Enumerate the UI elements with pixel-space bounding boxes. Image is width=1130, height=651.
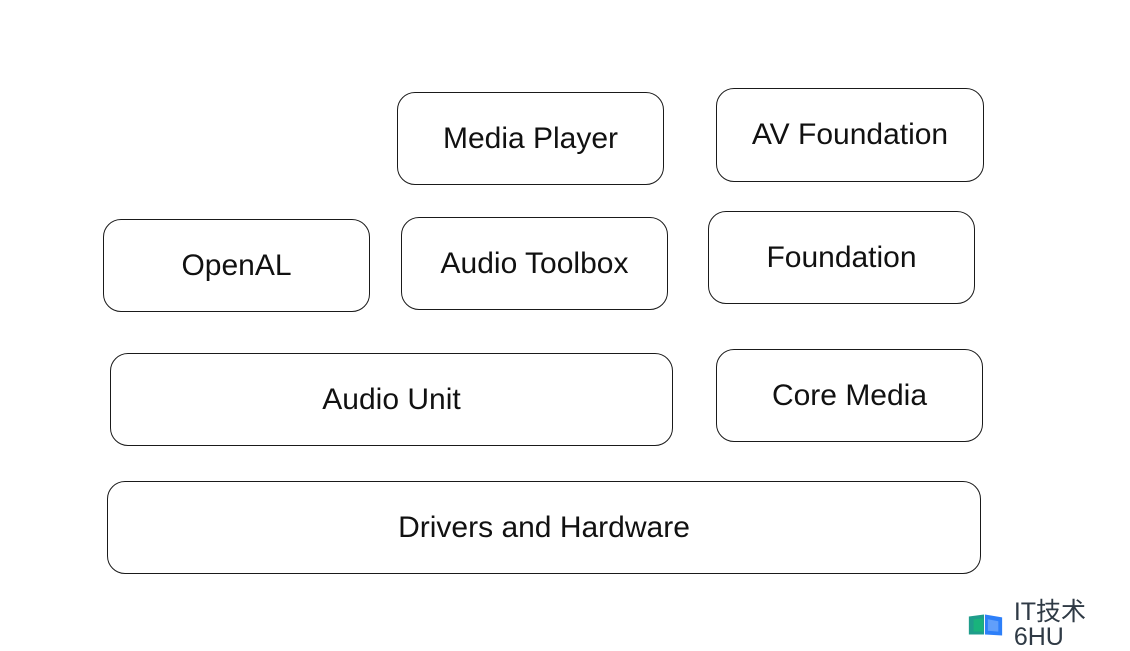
foundation-label: Foundation [766, 240, 917, 274]
core-media-box: Core Media [716, 349, 983, 442]
audio-toolbox-label: Audio Toolbox [440, 246, 629, 280]
media-player-label: Media Player [442, 121, 619, 155]
watermark-text: IT技术6HU [1013, 598, 1087, 651]
foundation-box: Foundation [708, 211, 975, 304]
book-logo-icon [968, 614, 1003, 636]
openal-label: OpenAL [181, 248, 292, 282]
drivers-hardware-label: Drivers and Hardware [398, 510, 690, 544]
core-media-label: Core Media [771, 378, 928, 412]
audio-toolbox-box: Audio Toolbox [401, 217, 668, 310]
audio-unit-label: Audio Unit [322, 382, 461, 416]
openal-box: OpenAL [103, 219, 370, 312]
media-player-box: Media Player [397, 92, 664, 185]
audio-unit-box: Audio Unit [110, 353, 673, 446]
drivers-hardware-box: Drivers and Hardware [107, 481, 981, 574]
av-foundation-box: AV Foundation [716, 88, 984, 182]
watermark: IT技术6HU [966, 600, 1130, 650]
av-foundation-label: AV Foundation [751, 118, 949, 151]
